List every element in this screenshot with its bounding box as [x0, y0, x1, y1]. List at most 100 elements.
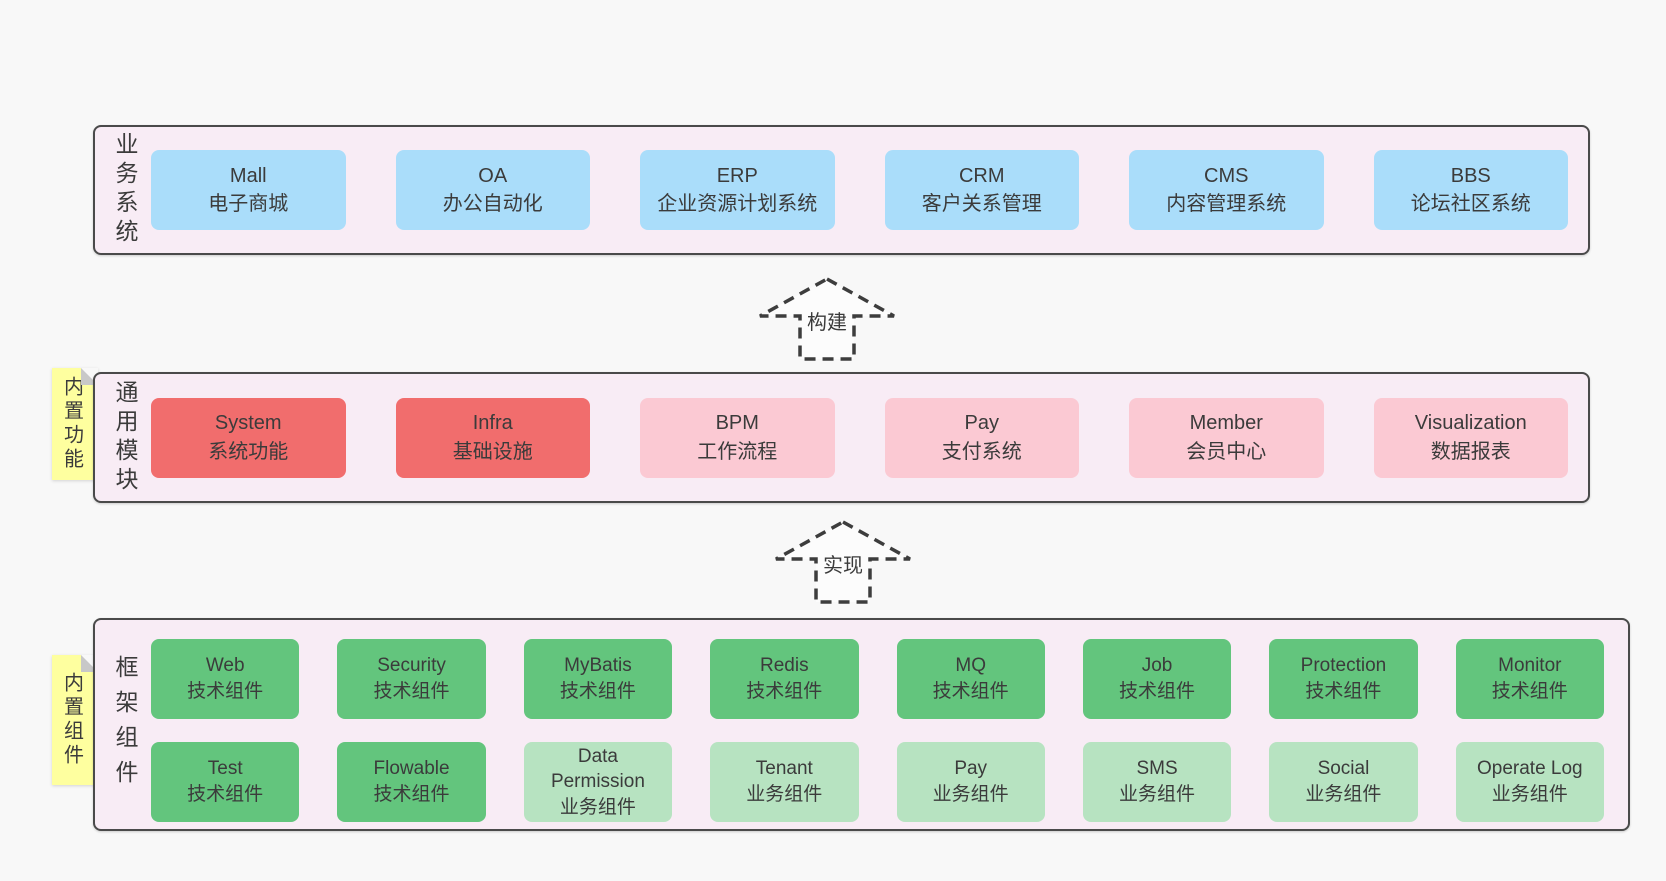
- box-system: System 系统功能: [151, 397, 346, 478]
- box-title: Monitor: [1498, 655, 1562, 677]
- box-title: ERP: [716, 164, 758, 187]
- box-subtitle: 业务组件: [746, 784, 823, 805]
- arrow-label: 构建: [804, 306, 850, 335]
- box-subtitle: 客户关系管理: [921, 193, 1042, 215]
- component-row-2: Test 技术组件 Flowable 技术组件 Data Permission …: [151, 742, 1604, 822]
- box-sms: SMS 业务组件: [1082, 742, 1232, 822]
- box-social: Social 业务组件: [1269, 742, 1418, 822]
- box-title: Member: [1189, 412, 1263, 435]
- box-subtitle: 技术组件: [187, 681, 264, 702]
- box-title: Web: [205, 655, 245, 677]
- box-title: OA: [478, 164, 508, 187]
- box-title: Visualization: [1414, 412, 1527, 435]
- box-title: Pay: [954, 758, 988, 780]
- box-oa: OA 办公自动化: [395, 150, 590, 230]
- box-title: CRM: [958, 164, 1005, 187]
- box-title: Security: [377, 655, 446, 677]
- box-title: Protection: [1300, 655, 1387, 677]
- box-subtitle: 技术组件: [1491, 681, 1568, 702]
- box-title: Tenant: [755, 758, 813, 780]
- box-test: Test 技术组件: [151, 742, 300, 822]
- note-label: 内置组件: [60, 672, 83, 768]
- box-redis: Redis 技术组件: [710, 639, 859, 719]
- box-title: Test: [207, 758, 243, 780]
- box-subtitle: 企业资源计划系统: [657, 193, 818, 215]
- box-member: Member 会员中心: [1129, 397, 1324, 478]
- box-data-permission: Data Permission 业务组件: [523, 742, 673, 822]
- box-subtitle: 支付系统: [941, 440, 1022, 463]
- builtin-functions-note: 内置功能: [52, 368, 98, 480]
- band-title: 框架组件: [112, 654, 138, 795]
- box-subtitle: 工作流程: [697, 440, 778, 463]
- box-subtitle: 技术组件: [559, 681, 636, 702]
- box-subtitle: 技术组件: [932, 681, 1009, 702]
- component-row-1: Web 技术组件 Security 技术组件 MyBatis 技术组件 Redi…: [151, 639, 1604, 719]
- box-title: BPM: [715, 412, 759, 435]
- box-title: Data Permission: [550, 745, 645, 793]
- box-subtitle: 技术组件: [746, 681, 823, 702]
- box-subtitle: 业务组件: [1491, 784, 1568, 805]
- box-subtitle: 数据报表: [1430, 440, 1511, 463]
- box-bpm: BPM 工作流程: [640, 397, 835, 478]
- note-label: 内置功能: [60, 376, 83, 472]
- box-title: Infra: [472, 412, 513, 435]
- box-title: MQ: [955, 655, 986, 677]
- box-subtitle: 办公自动化: [442, 193, 543, 215]
- box-mall: Mall 电子商城: [151, 150, 346, 230]
- box-subtitle: 会员中心: [1186, 440, 1267, 463]
- arrow-label: 实现: [820, 549, 866, 578]
- box-flowable: Flowable 技术组件: [337, 742, 486, 822]
- build-arrow: 构建: [757, 277, 897, 361]
- box-subtitle: 业务组件: [932, 784, 1009, 805]
- box-crm: CRM 客户关系管理: [884, 150, 1079, 230]
- box-title: Social: [1317, 758, 1370, 780]
- box-web: Web 技术组件: [151, 639, 300, 719]
- box-mybatis: MyBatis 技术组件: [523, 639, 673, 719]
- box-infra: Infra 基础设施: [395, 397, 590, 478]
- box-subtitle: 基础设施: [452, 440, 533, 463]
- box-subtitle: 电子商城: [208, 193, 289, 215]
- box-title: Redis: [760, 655, 809, 677]
- framework-components-band: 框架组件 Web 技术组件 Security 技术组件 MyBatis 技术组件…: [93, 618, 1630, 831]
- common-modules-band: 通用模块 System 系统功能 Infra 基础设施 BPM 工作流程 Pay…: [93, 372, 1590, 503]
- box-pay-component: Pay 业务组件: [896, 742, 1045, 822]
- box-subtitle: 论坛社区系统: [1410, 193, 1531, 215]
- box-tenant: Tenant 业务组件: [710, 742, 859, 822]
- box-protection: Protection 技术组件: [1269, 639, 1418, 719]
- business-systems-band: 业务系统 Mall 电子商城 OA 办公自动化 ERP 企业资源计划系统 CRM…: [93, 125, 1590, 255]
- box-subtitle: 技术组件: [1119, 681, 1196, 702]
- module-boxes-row: System 系统功能 Infra 基础设施 BPM 工作流程 Pay 支付系统…: [151, 374, 1568, 501]
- box-cms: CMS 内容管理系统: [1129, 150, 1324, 230]
- box-pay-module: Pay 支付系统: [884, 397, 1079, 478]
- box-subtitle: 业务组件: [559, 796, 636, 818]
- box-security: Security 技术组件: [337, 639, 486, 719]
- box-title: BBS: [1450, 164, 1491, 187]
- box-subtitle: 业务组件: [1119, 784, 1196, 805]
- box-job: Job 技术组件: [1082, 639, 1232, 719]
- box-subtitle: 技术组件: [187, 784, 264, 805]
- band-title: 通用模块: [112, 379, 138, 496]
- box-title: Pay: [964, 412, 999, 435]
- box-subtitle: 系统功能: [208, 440, 289, 463]
- box-subtitle: 内容管理系统: [1166, 193, 1287, 215]
- box-title: MyBatis: [564, 655, 632, 677]
- box-title: SMS: [1136, 758, 1178, 780]
- box-title: Flowable: [373, 758, 450, 780]
- box-mq: MQ 技术组件: [896, 639, 1045, 719]
- box-title: Mall: [229, 164, 267, 187]
- box-title: Job: [1141, 655, 1173, 677]
- box-operate-log: Operate Log 业务组件: [1455, 742, 1604, 822]
- box-subtitle: 技术组件: [1305, 681, 1382, 702]
- box-title: Operate Log: [1476, 758, 1583, 780]
- business-boxes-row: Mall 电子商城 OA 办公自动化 ERP 企业资源计划系统 CRM 客户关系…: [151, 127, 1568, 253]
- box-erp: ERP 企业资源计划系统: [640, 150, 835, 230]
- box-bbs: BBS 论坛社区系统: [1373, 150, 1568, 230]
- box-subtitle: 业务组件: [1305, 784, 1382, 805]
- box-subtitle: 技术组件: [373, 681, 450, 702]
- box-monitor: Monitor 技术组件: [1455, 639, 1604, 719]
- component-boxes-grid: Web 技术组件 Security 技术组件 MyBatis 技术组件 Redi…: [151, 639, 1604, 822]
- box-subtitle: 技术组件: [373, 784, 450, 805]
- builtin-components-note: 内置组件: [52, 655, 98, 785]
- box-visualization: Visualization 数据报表: [1373, 397, 1568, 478]
